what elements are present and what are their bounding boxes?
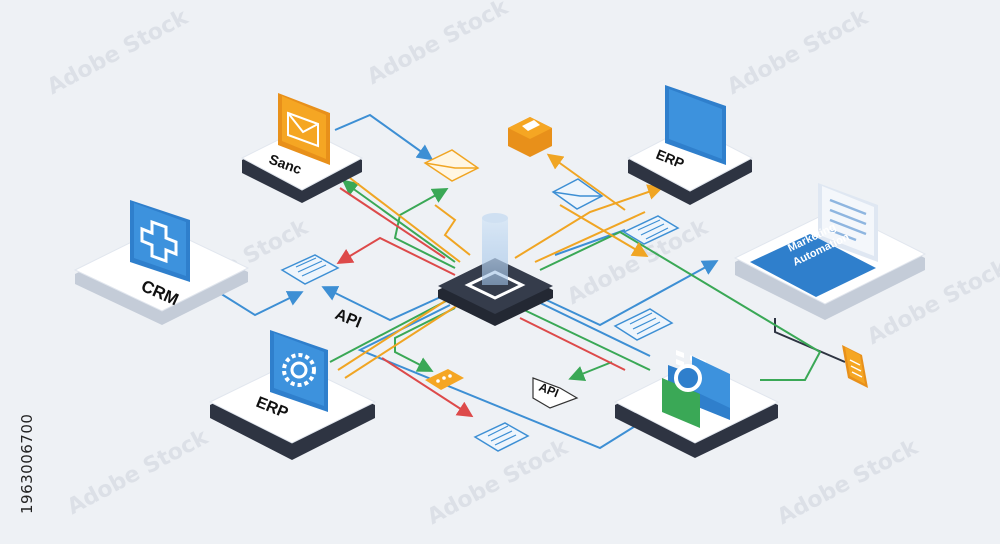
connector-green	[329, 299, 449, 363]
connector-orange	[434, 204, 471, 256]
node-marketing: Marketing Automation	[733, 183, 927, 320]
node-erp-top: ERP	[626, 85, 754, 384]
medical-cross-icon	[140, 219, 178, 264]
connector-red	[519, 317, 626, 371]
node-sanc: Sanc	[240, 93, 364, 203]
connector-blue	[529, 297, 651, 357]
api-label: API	[333, 306, 364, 332]
envelope-icon	[551, 178, 604, 210]
connector-orange	[337, 297, 451, 371]
connector-red	[339, 187, 446, 259]
node-erp-bottom: ERP	[208, 330, 377, 460]
connector-orange	[534, 211, 646, 263]
mail-icon	[287, 111, 319, 148]
connector-red	[336, 236, 456, 276]
connector-blue	[214, 289, 304, 317]
connector-orange	[344, 304, 459, 379]
connector-green	[519, 307, 651, 371]
gear-icon	[282, 353, 316, 387]
connector-orange	[349, 177, 461, 263]
cloud-icon	[674, 364, 702, 392]
connector-dark	[774, 318, 846, 363]
connector-orange	[514, 184, 664, 259]
chat-icon	[425, 369, 464, 390]
connector-blue	[524, 260, 719, 327]
connector-orange	[559, 204, 649, 258]
document-icon	[829, 198, 867, 242]
connector-red	[381, 357, 474, 418]
connector-green	[568, 361, 613, 381]
connector-blue	[334, 113, 434, 161]
document-icon	[280, 254, 340, 285]
connector-green	[539, 230, 822, 381]
document-icon	[613, 308, 674, 341]
gear-core	[290, 361, 308, 379]
api-badge: API	[532, 377, 579, 409]
data-beam	[482, 218, 508, 285]
central-hub	[438, 213, 553, 326]
connector-blue	[321, 286, 446, 322]
api-label: API	[537, 380, 561, 400]
package-icon	[508, 117, 552, 157]
node-cloud	[613, 356, 780, 458]
document-icon	[622, 215, 680, 245]
connector-green	[341, 179, 456, 263]
connector-orange	[546, 153, 626, 211]
connection-lines	[214, 113, 846, 450]
document-icon	[473, 422, 530, 452]
file-icon	[842, 345, 868, 388]
node-crm: CRM	[73, 200, 250, 325]
envelope-icon	[423, 149, 480, 182]
